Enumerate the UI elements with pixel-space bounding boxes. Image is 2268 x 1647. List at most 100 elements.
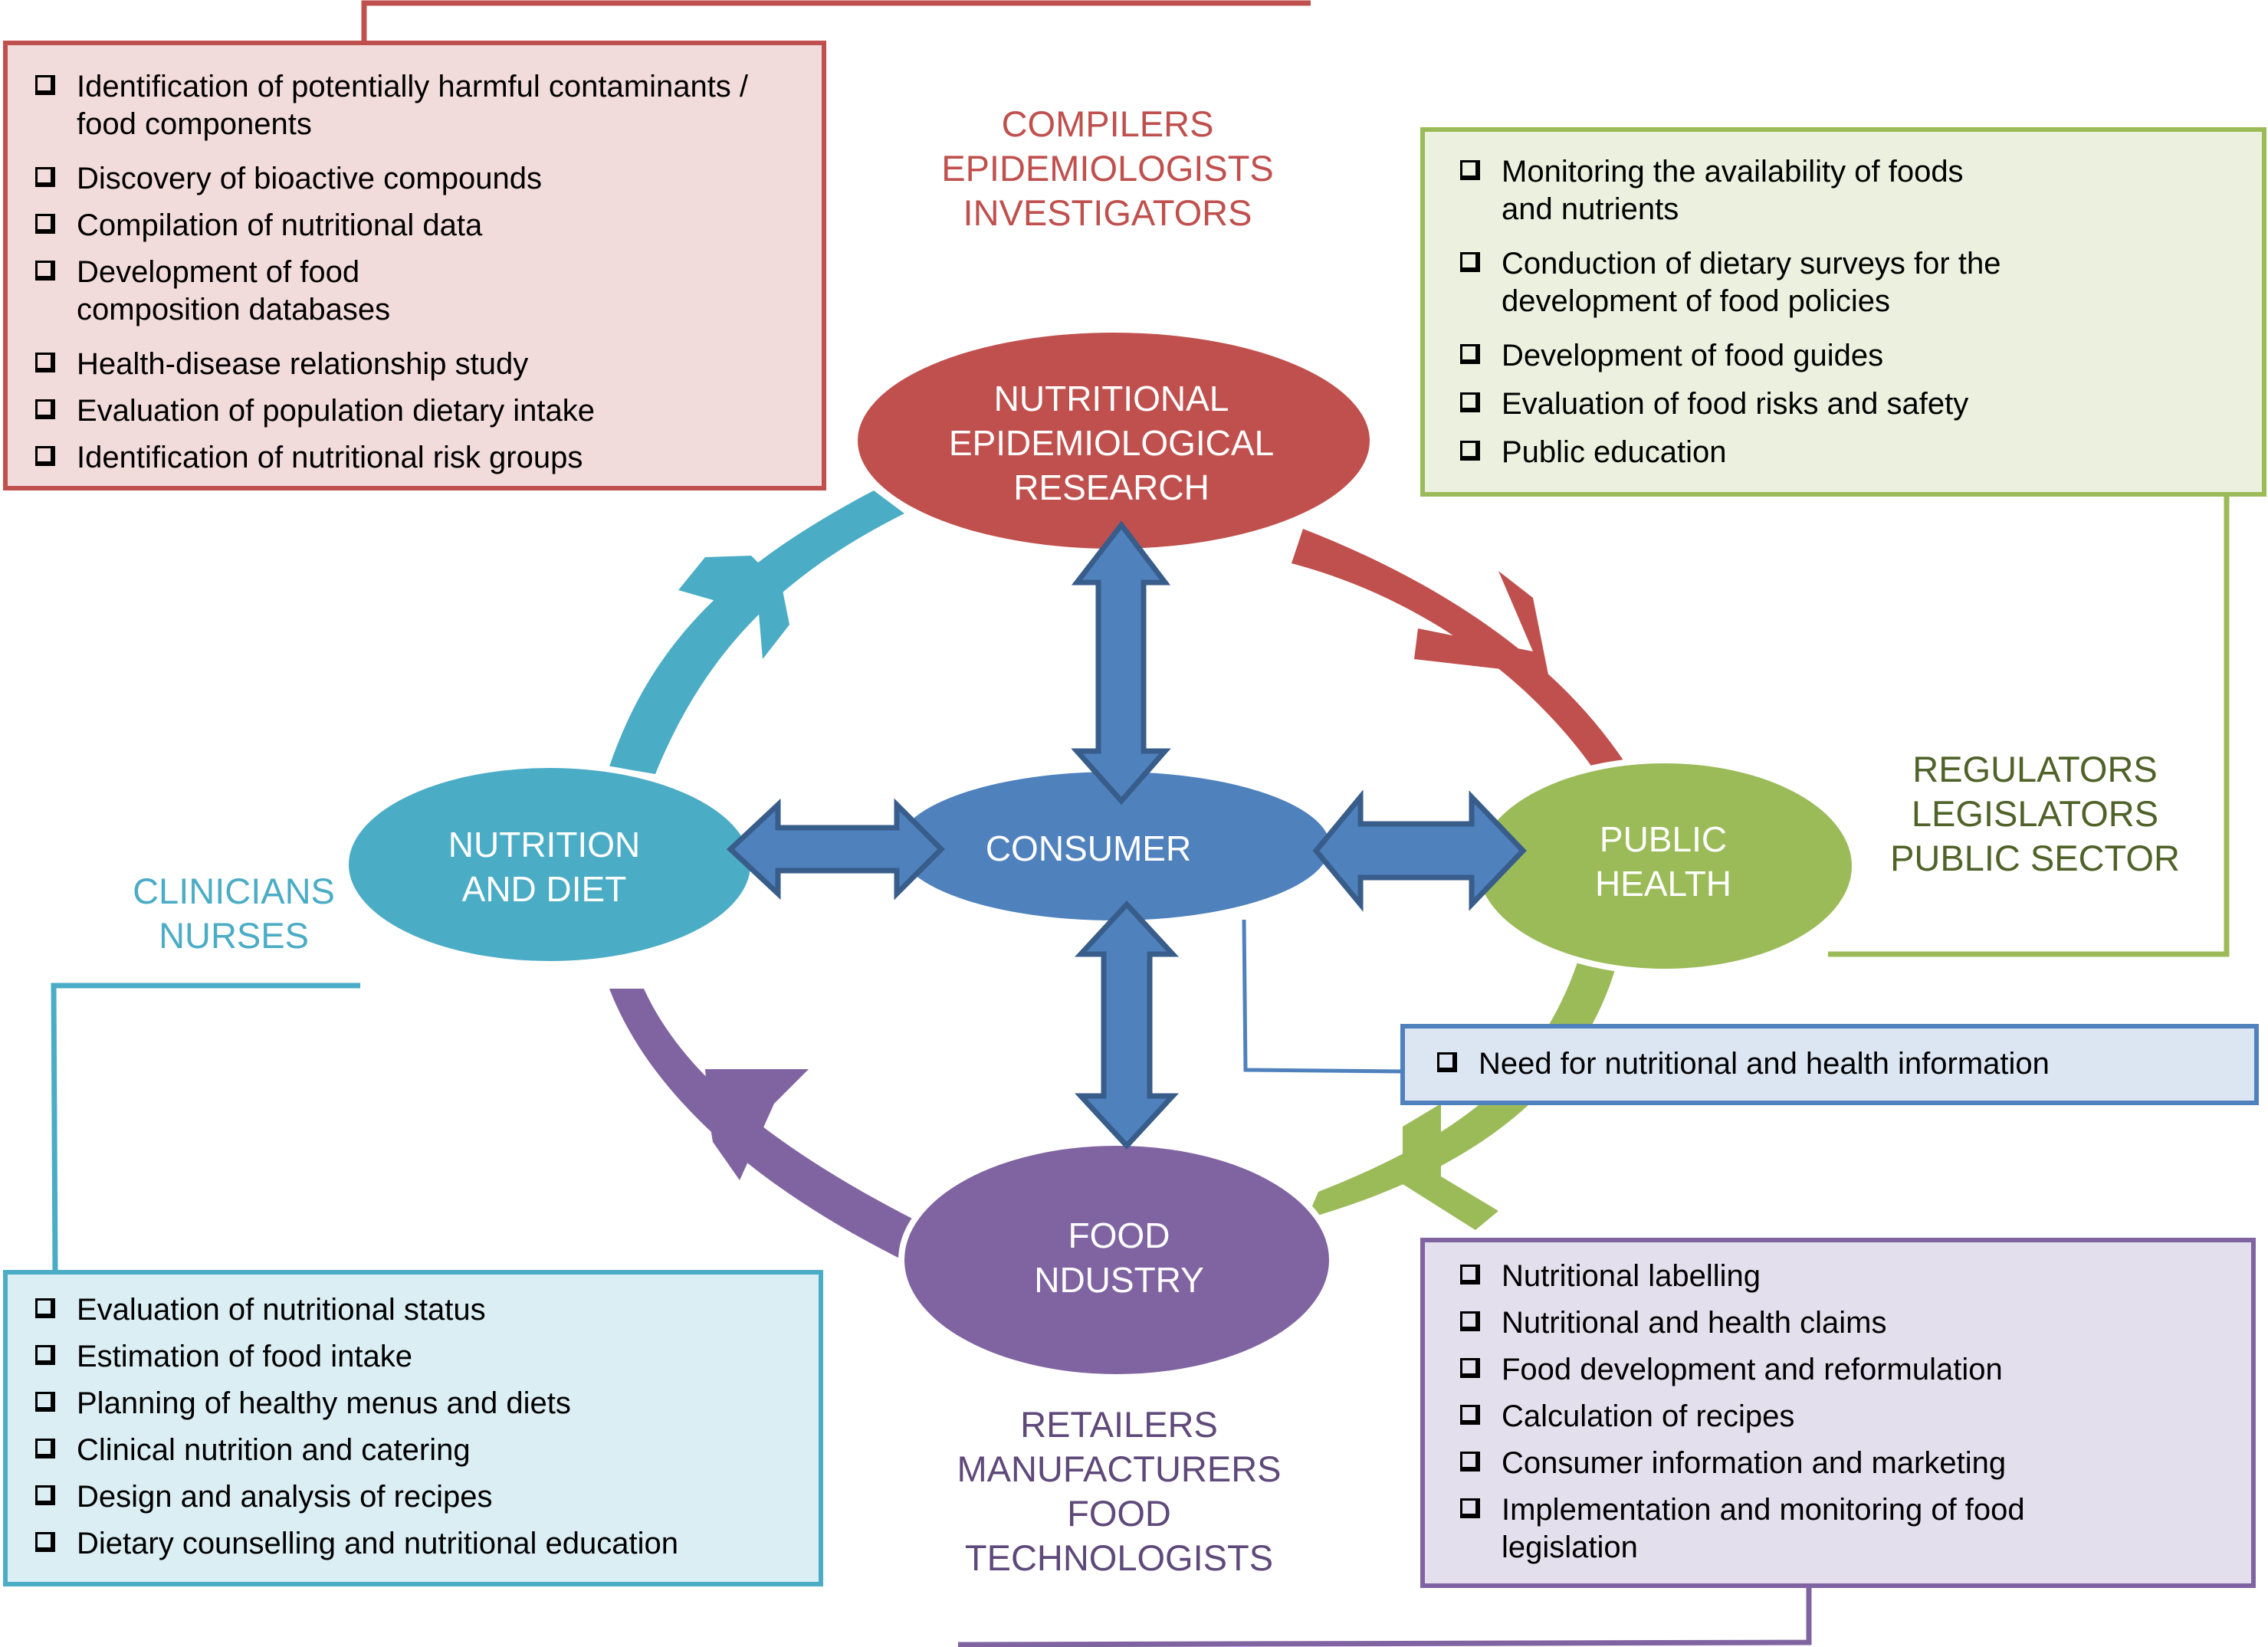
stakeholders-research: COMPILERS EPIDEMIOLOGISTS INVESTIGATORS [904,102,1311,235]
list-item: Planning of healthy menus and diets [35,1385,796,1422]
checkbox-icon [35,353,55,372]
list-item: Conduction of dietary surveys for the de… [1460,245,2007,320]
stakeholder: FOOD [1067,1493,1171,1534]
connector-industry [957,1588,1812,1647]
consumer-needs-box: Need for nutritional and health informat… [1400,1024,2259,1105]
list-item: Nutritional labelling [1460,1258,2029,1295]
list-item-text: Evaluation of nutritional status [77,1293,486,1327]
nutrition-activities-box: Evaluation of nutritional status Estimat… [3,1270,823,1586]
connector-consumer [1242,919,1403,1074]
node-consumer-label: CONSUMER [904,826,1272,871]
list-item-text: Public education [1502,435,1727,469]
cycle-arrow-industry-to-nutrition [609,989,927,1265]
stakeholder: INVESTIGATORS [963,192,1252,233]
checkbox-icon [35,1439,55,1458]
list-item-text: Consumer information and marketing [1502,1446,2007,1480]
node-research-line: EPIDEMIOLOGICAL [948,423,1275,463]
checkbox-icon [1460,441,1480,461]
node-nutrition-label: NUTRITION AND DIET [353,822,736,911]
list-item-text: Dietary counselling and nutritional educ… [77,1527,678,1560]
stakeholder: PUBLIC SECTOR [1890,838,2180,878]
list-item: Evaluation of food risks and safety [1460,386,2007,423]
node-industry-label: FOOD NDUSTRY [927,1213,1311,1302]
list-item: Need for nutritional and health informat… [1437,1045,2231,1083]
research-activities-box: Identification of potentially harmful co… [3,41,826,490]
list-item-text: Identification of nutritional risk group… [77,441,583,474]
list-item-text: Conduction of dietary surveys for the de… [1502,247,2001,318]
list-item: Health-disease relationship study [35,346,797,383]
checkbox-icon [1460,1358,1480,1378]
node-nutrition-line: NUTRITION [448,825,641,865]
stakeholder: MANUFACTURERS [957,1449,1282,1489]
checkbox-icon [35,446,55,466]
node-public-health-line: HEALTH [1594,864,1732,904]
connector-nutrition [51,983,360,1271]
list-item-text: Nutritional and health claims [1502,1306,1887,1340]
stakeholder: LEGISLATORS [1911,793,2159,834]
checkbox-icon [35,1345,55,1365]
list-item-text: Identification of potentially harmful co… [77,70,749,141]
public-health-activities-list: Monitoring the availability of foods and… [1460,153,2237,471]
list-item: Nutritional and health claims [1460,1304,2029,1342]
double-arrow-consumer-public-health [1312,789,1527,912]
list-item: Design and analysis of recipes [35,1478,796,1516]
connector-public-health [1828,495,2230,957]
list-item: Evaluation of population dietary intake [35,392,797,430]
stakeholder: TECHNOLOGISTS [964,1537,1274,1578]
industry-activities-list: Nutritional labelling Nutritional and he… [1460,1258,2228,1567]
list-item-text: Evaluation of food risks and safety [1502,387,1969,421]
checkbox-icon [1460,1498,1480,1518]
checkbox-icon [1460,252,1480,272]
list-item-text: Calculation of recipes [1502,1399,1795,1433]
list-item: Monitoring the availability of foods and… [1460,153,2007,228]
list-item-text: Implementation and monitoring of food le… [1502,1493,2025,1564]
list-item: Development of food composition database… [35,254,797,329]
connector-research [361,0,1311,42]
list-item-text: Development of food composition database… [77,255,391,326]
checkbox-icon [1460,1405,1480,1425]
checkbox-icon [1460,344,1480,364]
list-item-text: Design and analysis of recipes [77,1480,493,1514]
list-item: Implementation and monitoring of food le… [1460,1491,2029,1567]
node-research-line: RESEARCH [1013,468,1209,507]
list-item-text: Development of food guides [1502,339,1884,372]
double-arrow-consumer-nutrition [726,798,945,901]
list-item: Discovery of bioactive compounds [35,160,797,198]
checkbox-icon [35,214,55,234]
checkbox-icon [1460,160,1480,180]
list-item-text: Clinical nutrition and catering [77,1433,471,1467]
stakeholder: CLINICIANS [133,871,335,911]
node-public-health-line: PUBLIC [1599,819,1728,859]
list-item-text: Estimation of food intake [77,1340,413,1373]
stakeholder: REGULATORS [1912,749,2158,789]
checkbox-icon [35,1532,55,1552]
list-item: Food development and reformulation [1460,1351,2029,1389]
stakeholders-industry: RETAILERS MANUFACTURERS FOOD TECHNOLOGIS… [904,1403,1334,1580]
checkbox-icon [35,399,55,419]
list-item: Identification of nutritional risk group… [35,439,797,477]
checkbox-icon [1437,1052,1457,1072]
cycle-arrowhead-teal [678,556,789,659]
checkbox-icon [1460,1265,1480,1284]
list-item: Estimation of food intake [35,1338,796,1376]
stakeholder: COMPILERS [1001,103,1214,144]
stakeholder: EPIDEMIOLOGISTS [941,148,1274,189]
list-item: Calculation of recipes [1460,1398,2029,1435]
node-industry[interactable] [898,1140,1335,1380]
checkbox-icon [1460,1452,1480,1471]
list-item: Identification of potentially harmful co… [35,68,797,143]
list-item: Evaluation of nutritional status [35,1291,796,1329]
industry-activities-box: Nutritional labelling Nutritional and he… [1420,1238,2256,1588]
list-item: Clinical nutrition and catering [35,1432,796,1469]
list-item-text: Food development and reformulation [1502,1353,2003,1386]
checkbox-icon [35,1485,55,1505]
stakeholders-public-health: REGULATORS LEGISLATORS PUBLIC SECTOR [1847,747,2223,881]
checkbox-icon [35,261,55,281]
list-item-text: Need for nutritional and health informat… [1479,1047,2050,1081]
list-item: Development of food guides [1460,337,2007,375]
checkbox-icon [35,1392,55,1412]
cycle-arrowhead-green [1403,1104,1498,1230]
list-item: Dietary counselling and nutritional educ… [35,1525,796,1563]
list-item-text: Discovery of bioactive compounds [77,162,542,195]
